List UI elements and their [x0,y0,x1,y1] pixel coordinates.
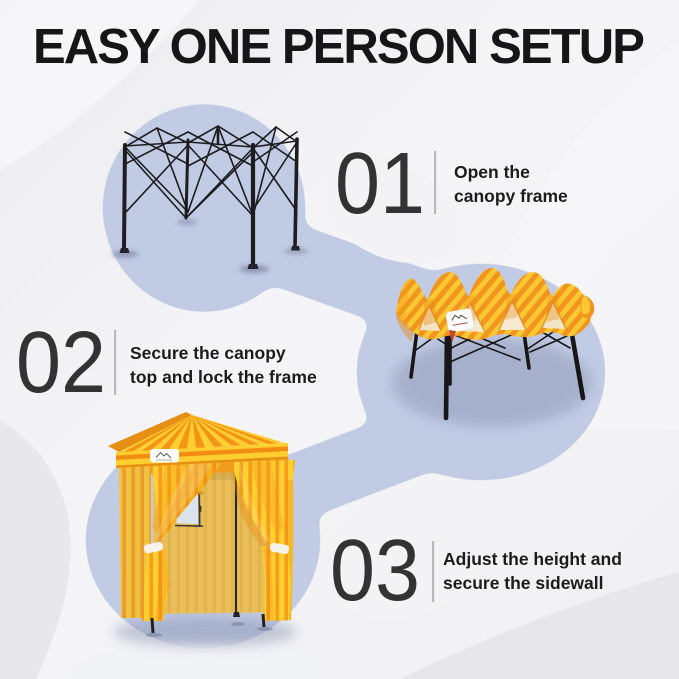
svg-text:top and lock the frame: top and lock the frame [130,367,317,387]
svg-text:canopy frame: canopy frame [454,186,568,206]
svg-text:01: 01 [335,134,425,231]
svg-text:secure the sidewall: secure the sidewall [443,573,604,593]
svg-text:03: 03 [330,521,420,618]
svg-text:Open the: Open the [454,162,530,182]
svg-text:EASY ONE PERSON SETUP: EASY ONE PERSON SETUP [33,20,644,74]
svg-text:Adjust the height and: Adjust the height and [443,549,622,569]
svg-text:Secure the canopy: Secure the canopy [130,343,286,363]
svg-text:02: 02 [16,313,106,410]
